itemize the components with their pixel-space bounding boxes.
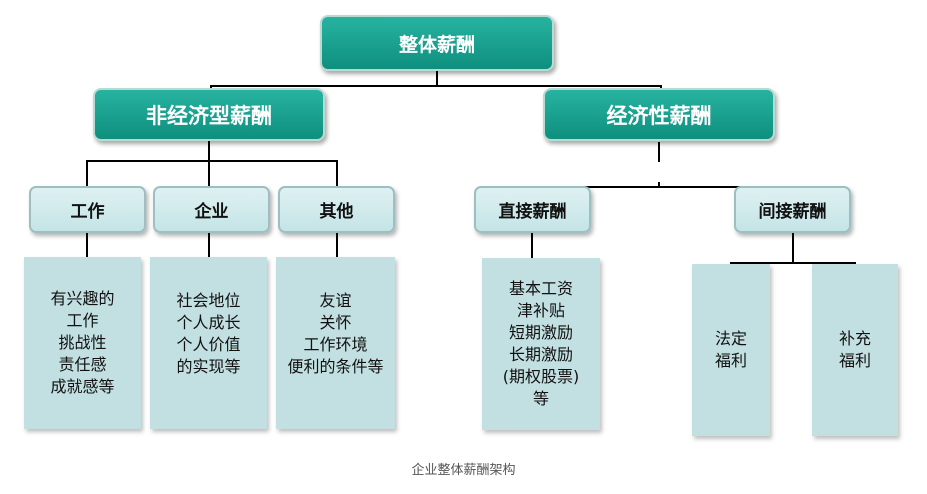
connector-other-col bbox=[336, 233, 338, 257]
other-node: 其他 bbox=[278, 186, 395, 233]
direct-pay-details: 基本工资 津补贴 短期激励 长期激励 (期权股票) 等 bbox=[482, 258, 600, 430]
connector-direct-col bbox=[531, 233, 533, 258]
connector-root-down bbox=[436, 70, 438, 87]
connector-eco-down bbox=[658, 142, 660, 162]
non-economic-node: 非经济型薪酬 bbox=[93, 88, 325, 141]
connector-noneco-bar bbox=[86, 160, 338, 162]
root-node: 整体薪酬 bbox=[320, 15, 554, 71]
direct-pay-item: 短期激励 bbox=[508, 323, 573, 342]
other-label: 其他 bbox=[319, 202, 354, 222]
work-details: 有兴趣的 工作 挑战性 责任感 成就感等 bbox=[24, 257, 141, 429]
root-label: 整体薪酬 bbox=[398, 33, 475, 56]
connector-eco-bar bbox=[532, 186, 794, 188]
other-item: 关怀 bbox=[319, 313, 352, 332]
connector-noneco-down bbox=[208, 140, 210, 162]
work-item: 挑战性 bbox=[58, 333, 107, 352]
work-item: 工作 bbox=[66, 311, 99, 330]
statutory-benefits-item: 法定 bbox=[714, 329, 747, 348]
statutory-benefits-item: 福利 bbox=[714, 351, 747, 370]
supplementary-benefits: 补充 福利 bbox=[812, 264, 898, 436]
direct-pay-node: 直接薪酬 bbox=[474, 186, 591, 233]
company-label: 企业 bbox=[194, 202, 229, 222]
company-item: 个人成长 bbox=[176, 313, 241, 332]
work-node: 工作 bbox=[29, 186, 146, 233]
direct-pay-item: 等 bbox=[532, 389, 549, 408]
non-economic-label: 非经济型薪酬 bbox=[146, 103, 272, 128]
connector-indirect-bar bbox=[730, 262, 856, 264]
other-item: 便利的条件等 bbox=[287, 357, 384, 376]
connector-company-col bbox=[208, 233, 210, 257]
direct-pay-item: 长期激励 bbox=[508, 345, 573, 364]
indirect-pay-node: 间接薪酬 bbox=[734, 186, 851, 233]
statutory-benefits: 法定 福利 bbox=[692, 264, 770, 436]
connector-eco-mid bbox=[658, 182, 660, 188]
connector-work-down bbox=[86, 160, 88, 186]
direct-pay-label: 直接薪酬 bbox=[498, 202, 567, 222]
supplementary-benefits-item: 补充 bbox=[838, 329, 871, 348]
figure-caption: 企业整体薪酬架构 bbox=[411, 463, 516, 478]
direct-pay-item: 基本工资 bbox=[508, 279, 573, 298]
company-item: 个人价值 bbox=[176, 335, 241, 354]
other-item: 友谊 bbox=[319, 291, 352, 310]
work-item: 责任感 bbox=[58, 355, 107, 374]
other-item: 工作环境 bbox=[303, 335, 368, 354]
work-label: 工作 bbox=[70, 202, 105, 222]
supplementary-benefits-item: 福利 bbox=[838, 351, 871, 370]
company-item: 社会地位 bbox=[176, 291, 241, 310]
connector-company-down bbox=[208, 160, 210, 186]
connector-indirect-down bbox=[792, 233, 794, 263]
economic-node: 经济性薪酬 bbox=[543, 88, 775, 141]
economic-label: 经济性薪酬 bbox=[606, 103, 712, 128]
indirect-pay-label: 间接薪酬 bbox=[758, 202, 827, 222]
work-item: 有兴趣的 bbox=[50, 289, 115, 308]
company-node: 企业 bbox=[153, 186, 270, 233]
company-details: 社会地位 个人成长 个人价值 的实现等 bbox=[150, 257, 267, 429]
other-details: 友谊 关怀 工作环境 便利的条件等 bbox=[276, 257, 395, 429]
work-item: 成就感等 bbox=[50, 377, 115, 396]
company-item: 的实现等 bbox=[176, 357, 241, 376]
connector-work-col bbox=[86, 233, 88, 257]
direct-pay-item: 津补贴 bbox=[516, 301, 565, 320]
direct-pay-item: (期权股票) bbox=[502, 367, 580, 386]
connector-other-down bbox=[336, 160, 338, 186]
connector-level1-bar bbox=[210, 85, 662, 87]
